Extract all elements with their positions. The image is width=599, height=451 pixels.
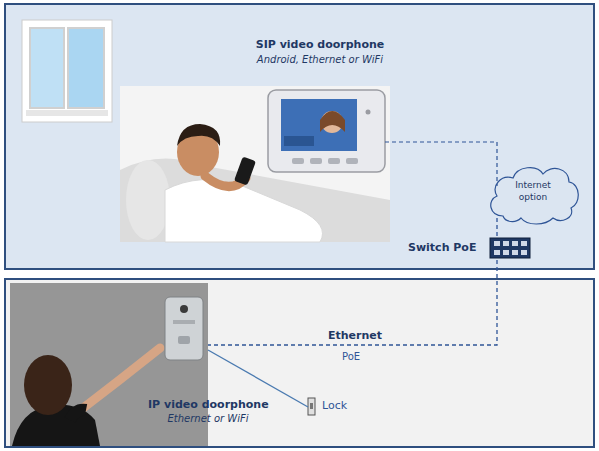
door-station <box>165 297 203 360</box>
window-picture <box>22 20 112 122</box>
lock-box: Lock <box>306 397 356 417</box>
sip-monitor <box>268 90 385 172</box>
internet-cloud: Internet option <box>483 160 583 226</box>
node-text: Internet option <box>508 179 558 203</box>
connector-line <box>208 350 308 407</box>
network-wire <box>385 142 497 186</box>
cloud-shape <box>491 168 579 224</box>
node-text: Lock <box>322 399 356 413</box>
sip-panel: SIP video doorphoneAndroid, Ethernet or … <box>4 3 595 270</box>
node-text: IP video doorphone <box>148 398 268 412</box>
connector-line <box>208 260 497 345</box>
node-text: Switch PoE <box>408 241 488 255</box>
lock-symbol <box>308 398 315 415</box>
poe-switch: Switch PoE <box>408 236 534 260</box>
node-text: Android, Ethernet or WiFi <box>220 53 420 66</box>
connector-line <box>496 218 497 236</box>
woman-photo <box>10 283 208 446</box>
edge-label: Ethernet <box>328 329 408 343</box>
switch-icon <box>490 238 530 258</box>
wire-note: PoE <box>342 350 402 363</box>
node-text: Ethernet or WiFi <box>148 412 268 425</box>
bottom-panel <box>4 278 595 448</box>
man-photo <box>120 86 390 242</box>
ip-doorphone: IP video doorphoneEthernet or WiFi <box>10 283 208 446</box>
node-text: SIP video doorphone <box>220 38 420 52</box>
